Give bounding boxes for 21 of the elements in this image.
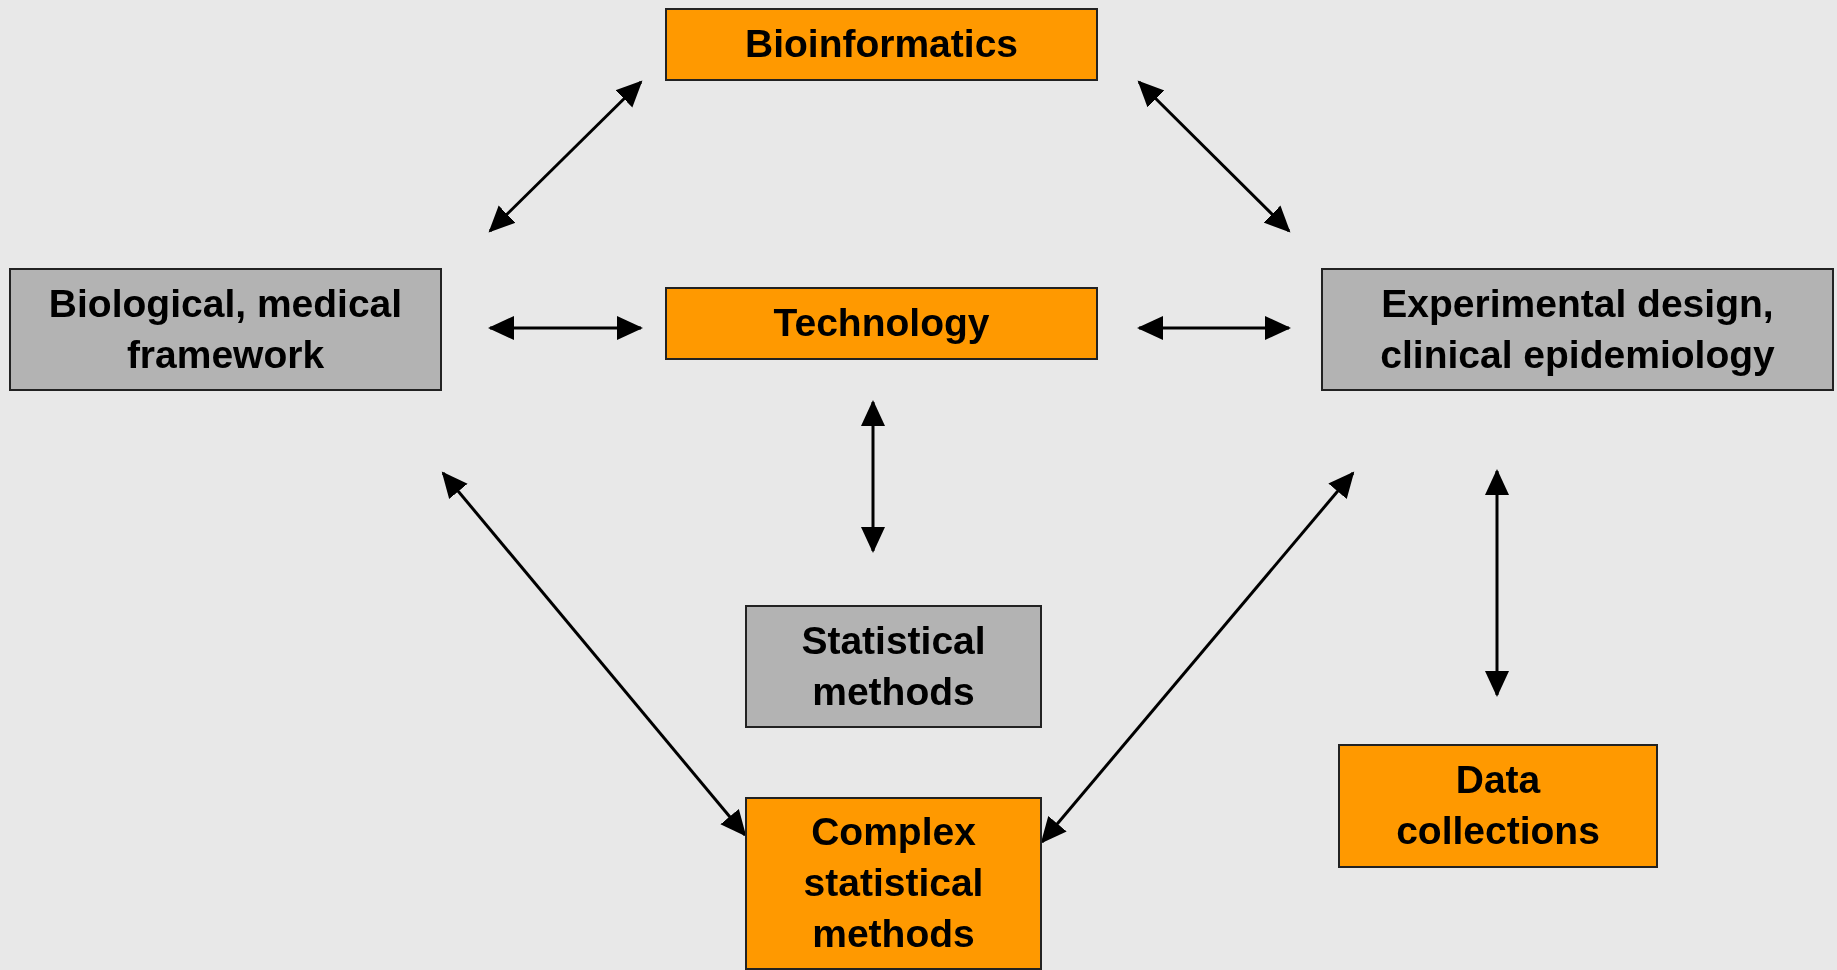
topic-box bbox=[665, 287, 1098, 360]
double-arrow bbox=[488, 316, 643, 340]
topic-box bbox=[665, 8, 1098, 81]
double-arrow bbox=[1485, 469, 1509, 697]
box-label: Experimental design, clinical epidemiology bbox=[1379, 280, 1776, 378]
field-box bbox=[1321, 268, 1834, 391]
box-label: Technology bbox=[773, 300, 990, 347]
box-label: Bioinformatics bbox=[744, 21, 1018, 68]
box-label: Complex statistical methods bbox=[802, 809, 985, 957]
box-label: Biological, medical framework bbox=[47, 280, 404, 378]
field-box bbox=[9, 268, 442, 391]
double-arrow bbox=[1137, 316, 1291, 340]
double-arrow bbox=[488, 80, 643, 233]
topic-box bbox=[1338, 744, 1658, 868]
box-label: Statistical methods bbox=[800, 617, 987, 715]
double-arrow bbox=[441, 471, 747, 837]
field-box bbox=[745, 605, 1042, 728]
double-arrow bbox=[861, 400, 885, 553]
double-arrow bbox=[1137, 80, 1291, 233]
topic-box bbox=[745, 797, 1042, 970]
box-label: Data collections bbox=[1395, 757, 1601, 854]
